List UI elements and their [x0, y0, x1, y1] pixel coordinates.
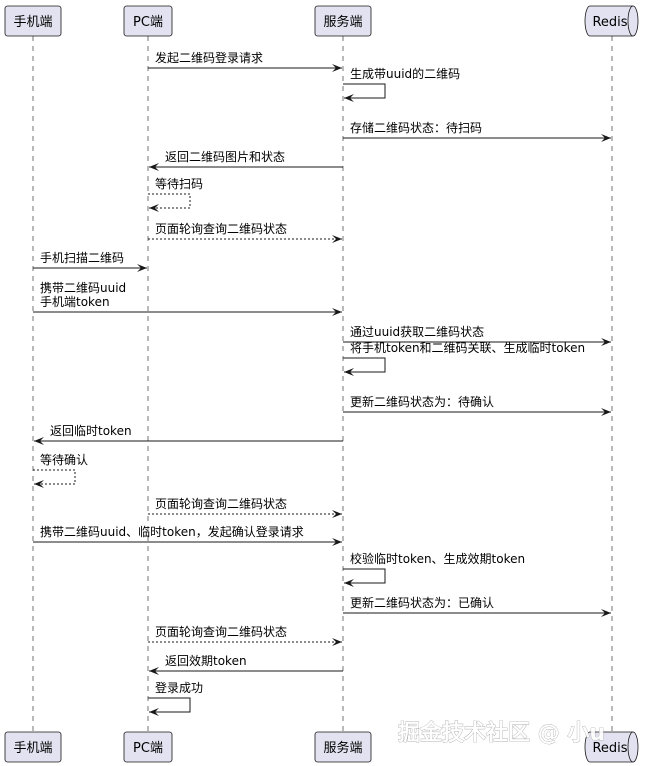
message-label-15: 校验临时token、生成效期token [350, 551, 525, 566]
message-label-1: 生成带uuid的二维码 [350, 66, 460, 81]
message-label-17: 页面轮询查询二维码状态 [155, 625, 287, 639]
message-arrowhead-16 [601, 609, 611, 617]
message-arrowhead-12 [34, 480, 44, 488]
message-line-9 [343, 357, 386, 373]
message-arrowhead-2 [601, 134, 611, 142]
message-label-6: 手机扫描二维码 [40, 251, 124, 265]
watermark-text: 掘金技术社区 @ 小u [398, 720, 605, 746]
participant-label-mobile-top: 手机端 [13, 15, 52, 30]
message-line-1 [343, 83, 386, 99]
message-label-2: 存储二维码状态：待扫码 [350, 120, 482, 135]
participant-box-mobile-top [4, 5, 62, 37]
message-label-5: 页面轮询查询二维码状态 [155, 222, 287, 236]
message-label-0: 发起二维码登录请求 [155, 50, 263, 65]
message-line-19 [148, 697, 191, 713]
participant-box-pc-bottom [123, 731, 173, 763]
message-arrowhead-9 [344, 368, 354, 376]
message-label-18: 返回效期token [165, 653, 247, 668]
message-arrowhead-3 [149, 163, 159, 171]
message-arrowhead-7 [332, 308, 342, 316]
participant-box-server-bottom [314, 731, 372, 763]
message-arrowhead-0 [332, 64, 342, 72]
participant-box-edge-redis-top [627, 5, 634, 37]
message-label-7-0: 携带二维码uuid [40, 280, 126, 295]
message-line-15 [343, 568, 386, 584]
message-arrowhead-8 [601, 338, 611, 346]
participant-box-edge-redis-bottom [627, 731, 634, 763]
participant-label-server-top: 服务端 [323, 14, 362, 30]
message-arrowhead-19 [149, 708, 159, 716]
message-label-7-1: 手机端token [40, 295, 110, 309]
participant-label-pc-bottom: PC端 [133, 741, 163, 756]
message-arrowhead-15 [344, 579, 354, 587]
message-arrowhead-1 [344, 94, 354, 102]
message-arrowhead-13 [332, 510, 342, 518]
message-arrowhead-14 [332, 538, 342, 546]
message-arrowhead-6 [137, 264, 147, 272]
message-arrowhead-18 [149, 667, 159, 675]
message-line-12 [33, 469, 76, 485]
message-arrowhead-10 [601, 408, 611, 416]
participant-box-mobile-bottom [4, 731, 62, 763]
message-label-13: 页面轮询查询二维码状态 [155, 497, 287, 511]
message-label-8: 通过uuid获取二维码状态 [350, 325, 484, 339]
message-label-11: 返回临时token [50, 424, 132, 438]
message-label-14: 携带二维码uuid、临时token，发起确认登录请求 [40, 524, 304, 539]
message-label-19: 登录成功 [155, 680, 203, 695]
participant-label-redis-top: Redis [592, 15, 627, 30]
message-line-4 [148, 193, 191, 209]
participant-label-redis-bottom: Redis [592, 741, 627, 756]
participant-label-pc-top: PC端 [133, 15, 163, 30]
message-label-12: 等待确认 [40, 453, 88, 467]
message-label-10: 更新二维码状态为：待确认 [350, 394, 494, 409]
message-arrowhead-17 [332, 638, 342, 646]
participant-box-server-top [314, 5, 372, 37]
participant-box-pc-top [123, 5, 173, 37]
message-arrowhead-5 [332, 235, 342, 243]
message-label-16: 更新二维码状态为：已确认 [350, 595, 494, 610]
message-label-4: 等待扫码 [155, 177, 203, 191]
participant-label-mobile-bottom: 手机端 [13, 741, 52, 756]
message-arrowhead-4 [149, 204, 159, 212]
message-label-9: 将手机token和二维码关联、生成临时token [350, 341, 585, 355]
participant-label-server-bottom: 服务端 [323, 740, 362, 756]
message-arrowhead-11 [34, 437, 44, 445]
message-label-3: 返回二维码图片和状态 [165, 150, 285, 164]
